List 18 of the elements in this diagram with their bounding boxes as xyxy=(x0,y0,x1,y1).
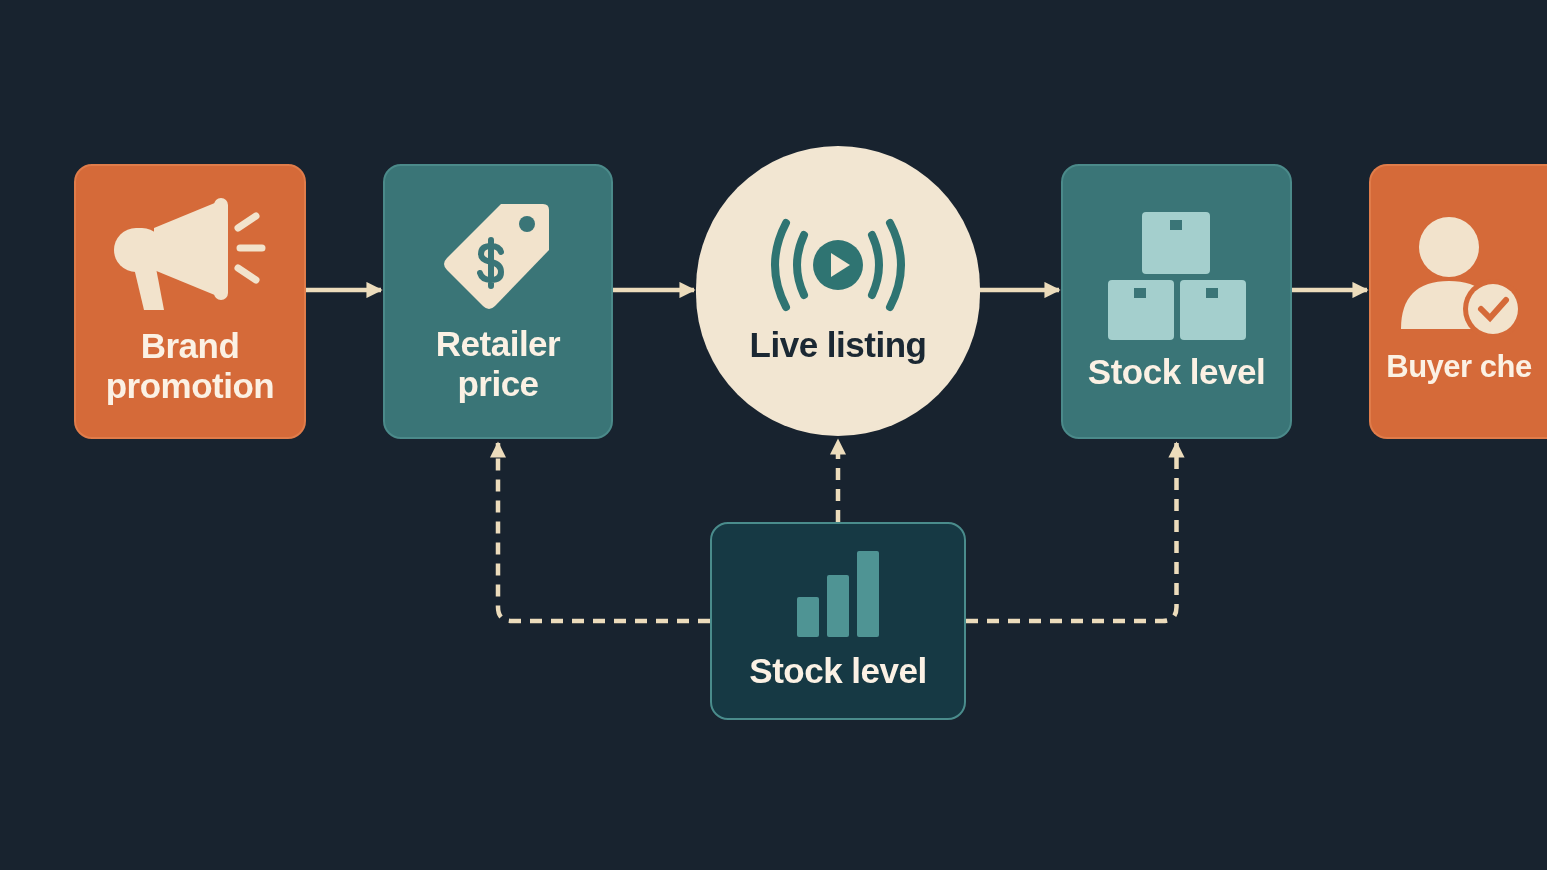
dashed-arrow xyxy=(966,441,1185,624)
arrow xyxy=(1292,281,1369,299)
node-label: Retailer price xyxy=(434,323,562,404)
data-box xyxy=(710,522,966,720)
dashed-arrow xyxy=(829,438,847,522)
process-box xyxy=(74,164,306,439)
node-label: Stock level xyxy=(1086,351,1267,392)
process-box xyxy=(383,164,613,439)
process-box xyxy=(1369,164,1547,439)
node-label: Stock level xyxy=(748,651,928,691)
arrow xyxy=(306,281,383,299)
arrow xyxy=(613,281,696,299)
arrow xyxy=(980,281,1061,299)
node-label: Live listing xyxy=(748,325,928,365)
dashed-arrow xyxy=(489,441,710,624)
node-label: Brand promotion xyxy=(104,325,276,406)
node-label: Buyer che xyxy=(1385,347,1533,386)
process-box xyxy=(1061,164,1292,439)
